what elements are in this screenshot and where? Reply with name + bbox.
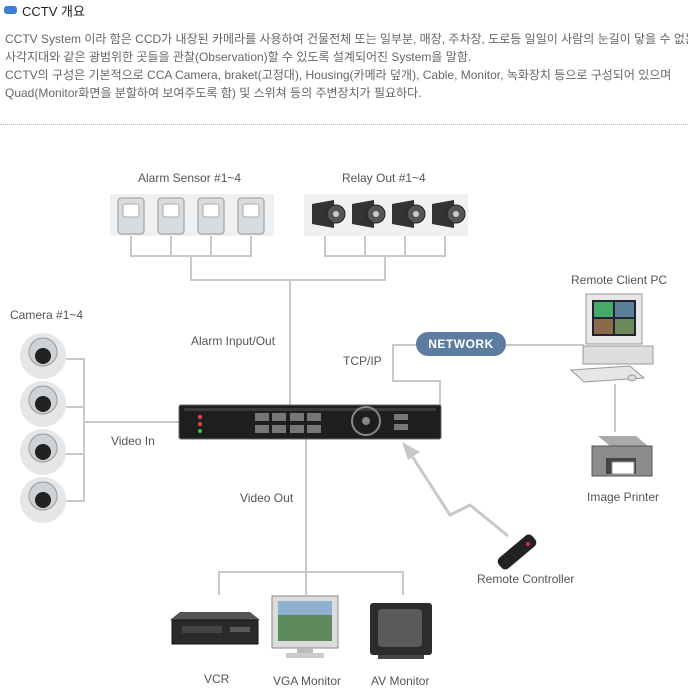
connector-line (170, 236, 172, 256)
connector-line (64, 500, 84, 502)
remote-pc-icon (569, 293, 654, 383)
image-printer-icon (591, 436, 653, 477)
alarm-io-label: Alarm Input/Out (191, 334, 276, 348)
alarm-sensor-icon (117, 197, 145, 235)
av-monitor-icon (370, 603, 432, 659)
siren-icon (352, 200, 386, 228)
alarm-sensor-group (110, 194, 274, 236)
image-printer-label: Image Printer (587, 490, 660, 504)
vga-monitor-icon (271, 595, 339, 658)
alarm-sensor-label: Alarm Sensor #1~4 (138, 171, 242, 185)
dome-camera-icon (20, 429, 66, 475)
remote-controller-icon (497, 534, 537, 570)
description-line: CCTV System 이라 함은 CCD가 내장된 카메라를 사용하여 건물전… (5, 32, 688, 46)
connector-line (83, 358, 85, 502)
connector-line (364, 236, 366, 256)
connector-line (64, 406, 84, 408)
camera-group (20, 333, 66, 523)
remote-pc-label: Remote Client PC (571, 273, 668, 287)
connector-line (64, 453, 84, 455)
description-line: CCTV의 구성은 기본적으로 CCA Camera, braket(고정대),… (5, 68, 672, 82)
relay-out-label: Relay Out #1~4 (342, 171, 426, 185)
dvr-unit-icon (178, 404, 442, 440)
alarm-sensor-icon (197, 197, 225, 235)
connector-line (392, 344, 417, 346)
tcpip-label: TCP/IP (343, 354, 382, 368)
connector-line (190, 255, 192, 280)
description-line: 사각지대와 같은 광범위한 곳들을 관찰(Observation)할 수 있도록… (5, 50, 472, 64)
alarm-sensor-icon (157, 197, 185, 235)
connector-line (305, 438, 307, 572)
connector-line (439, 380, 441, 416)
dotted-divider (0, 124, 688, 125)
siren-icon (432, 200, 466, 228)
connector-line (190, 279, 386, 281)
dome-camera-icon (20, 381, 66, 427)
connector-line (392, 344, 394, 381)
connector-line (218, 571, 220, 595)
wireless-arrow (402, 442, 509, 538)
relay-out-group (304, 194, 468, 236)
dome-camera-icon (20, 333, 66, 379)
remote-controller-label: Remote Controller (477, 572, 575, 586)
connector-line (130, 236, 132, 256)
description: CCTV System 이라 함은 CCD가 내장된 카메라를 사용하여 건물전… (5, 30, 688, 102)
connector-line (444, 236, 446, 256)
connector-line (289, 279, 291, 406)
connector-line (218, 571, 404, 573)
connector-line (392, 380, 440, 382)
connector-line (83, 421, 179, 423)
connector-line (614, 384, 616, 432)
video-out-label: Video Out (240, 491, 294, 505)
siren-icon (392, 200, 426, 228)
description-line: Quad(Monitor화면을 분할하여 보여주도록 함) 및 스위쳐 등의 주… (5, 86, 422, 100)
connector-line (250, 236, 252, 256)
connector-line (305, 571, 307, 595)
vcr-icon (170, 612, 260, 645)
connector-line (404, 236, 406, 256)
title-bullet-icon (4, 6, 17, 14)
connector-line (324, 236, 326, 256)
connector-line (384, 255, 386, 280)
dome-camera-icon (20, 477, 66, 523)
video-in-label: Video In (111, 434, 155, 448)
av-monitor-label: AV Monitor (371, 674, 430, 688)
connector-line (402, 571, 404, 595)
vcr-label: VCR (204, 672, 230, 686)
alarm-sensor-icon (237, 197, 265, 235)
connector-line (506, 344, 584, 346)
section-title: CCTV 개요 (4, 2, 85, 19)
network-badge: NETWORK (416, 332, 506, 356)
title-text: CCTV 개요 (22, 3, 85, 19)
connector-line (64, 358, 84, 360)
camera-label: Camera #1~4 (10, 308, 84, 322)
connector-line (210, 236, 212, 256)
siren-icon (312, 200, 346, 228)
vga-monitor-label: VGA Monitor (273, 674, 342, 688)
